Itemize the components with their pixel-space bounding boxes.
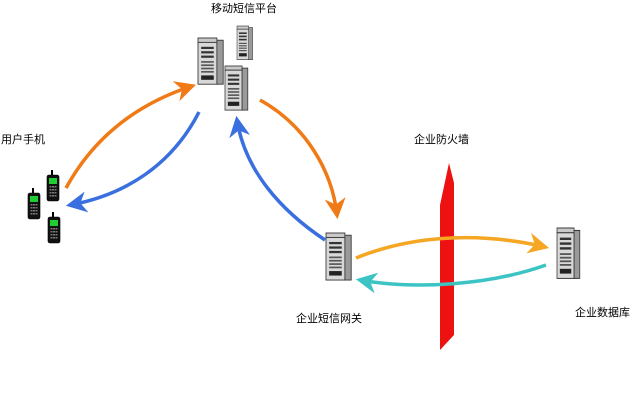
- gateway-server-icon: [325, 232, 352, 281]
- arrow-platform-to-gateway: [259, 98, 346, 220]
- database-label: 企业数据库: [575, 306, 630, 319]
- arrow-gateway-to-platform: [229, 115, 326, 242]
- arrow-phone-to-platform: [64, 81, 196, 189]
- phone-label: 用户手机: [1, 133, 45, 146]
- mobile-phone-icon: [27, 169, 61, 244]
- firewall-label: 企业防火墙: [414, 133, 469, 146]
- arrow-database-to-gateway: [355, 263, 547, 294]
- arrow-gateway-to-database: [355, 232, 550, 260]
- arrow-platform-to-phone: [65, 111, 201, 213]
- platform-label: 移动短信平台: [211, 2, 277, 15]
- firewall-icon: [440, 163, 454, 350]
- platform-server-icon: [197, 25, 254, 111]
- database-server-icon: [556, 227, 581, 279]
- gateway-label: 企业短信网关: [296, 312, 362, 325]
